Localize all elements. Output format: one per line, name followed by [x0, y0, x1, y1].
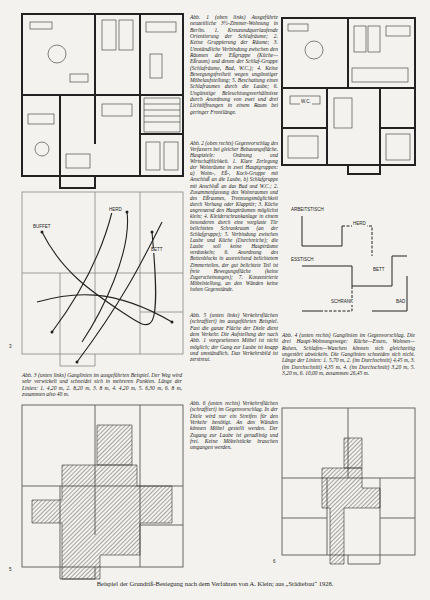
movement-plan — [22, 192, 183, 366]
room-label: W.C. — [300, 100, 312, 105]
floor-plan — [282, 18, 415, 174]
figure-caption: Abb. 1 (oben links) Ausgeführte neuzeitl… — [190, 14, 278, 115]
furniture-label: ESSTISCH — [290, 258, 315, 263]
furniture-label: BETT — [150, 248, 164, 253]
furniture-label: SCHRANK — [330, 300, 354, 305]
page-caption: Beispiel der Grundriß-Besiegung nach dem… — [0, 580, 430, 587]
figure-caption: Abb. 4 (unten rechts) Ganglinien im Gege… — [282, 332, 415, 376]
figure-caption: Abb. 6 (unten rechts) Verkehrsflächen (s… — [190, 400, 278, 451]
traffic-plan — [282, 408, 415, 564]
movement-plan — [302, 216, 407, 311]
figure-number: 3 — [8, 345, 13, 350]
furniture-label: HERD — [352, 222, 367, 227]
figure-caption: Abb. 3 (unten links) Ganglinien im ausge… — [22, 372, 182, 397]
floor-plan — [22, 14, 183, 188]
furniture-label: BUFFET — [32, 225, 52, 230]
figure-number: 5 — [8, 568, 13, 573]
traffic-plan — [22, 405, 183, 579]
furniture-label: ARBEITSTISCH — [290, 208, 325, 213]
furniture-label: BETT — [372, 268, 386, 273]
room-label: BAD — [395, 300, 406, 305]
figure-caption: Abb. 2 (oben rechts) Gegenvorschlag des … — [190, 140, 278, 292]
figure-caption: Abb. 5 (unten links) Verkehrsflächen (sc… — [190, 312, 278, 363]
furniture-label: HERD — [108, 208, 123, 213]
figure-number: 6 — [272, 560, 277, 565]
